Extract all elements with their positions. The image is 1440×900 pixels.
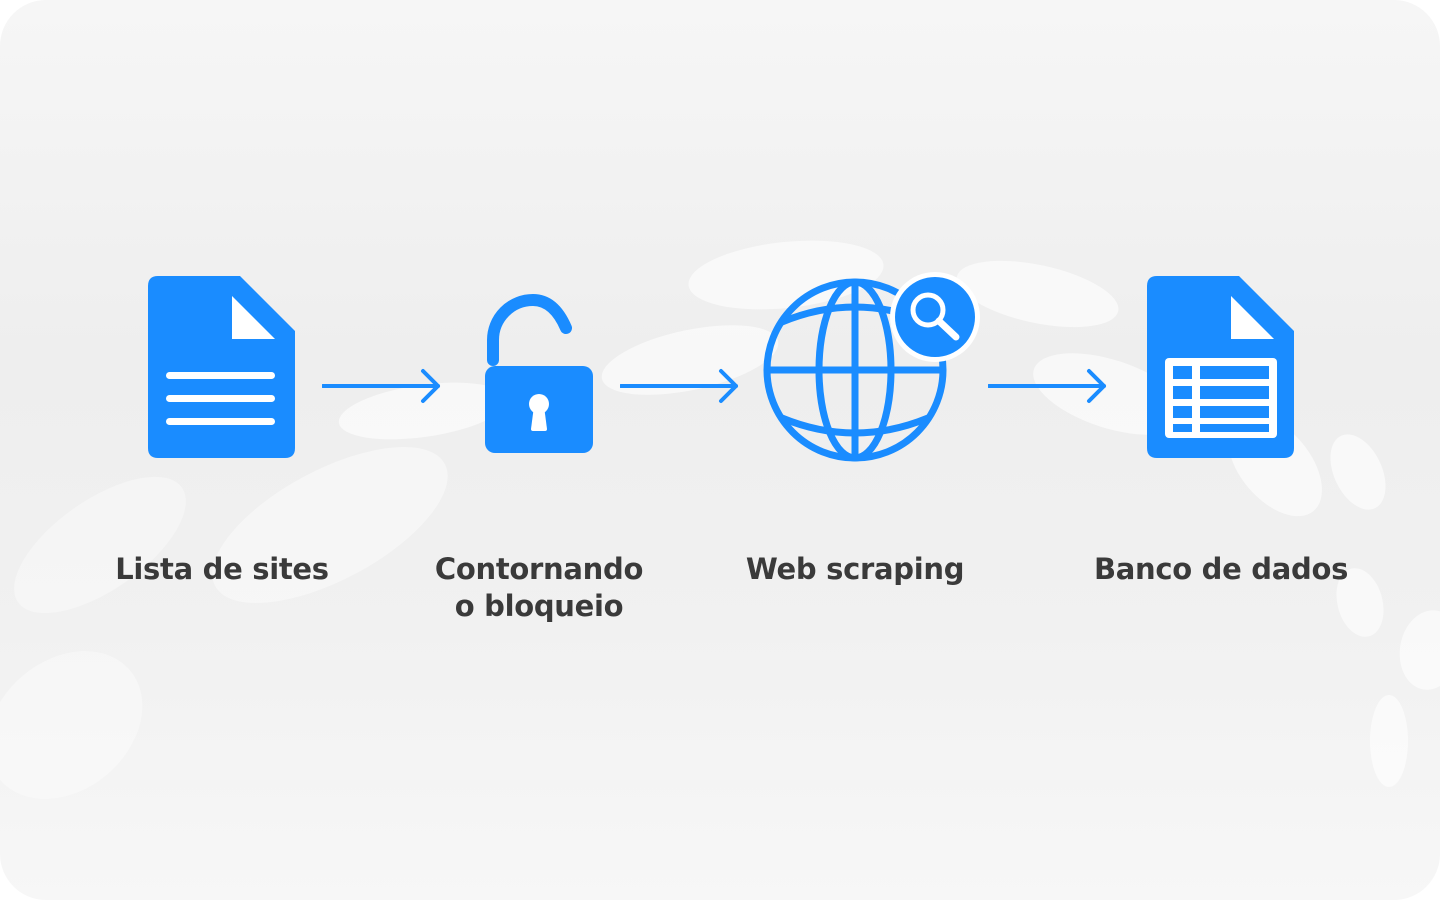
label-line: Web scraping	[745, 552, 965, 586]
step-label-banco-de-dados: Banco de dados	[1071, 551, 1371, 588]
background-blob	[1370, 695, 1408, 787]
label-line: Banco de dados	[1093, 552, 1349, 586]
document-icon	[148, 276, 295, 458]
background-blob	[0, 620, 172, 830]
arrow-right-icon	[322, 369, 440, 403]
step-label-web-scraping: Web scraping	[705, 551, 1005, 588]
background-blob	[1393, 605, 1440, 695]
arrow-right-icon	[988, 369, 1106, 403]
globe-search-icon	[763, 272, 980, 462]
unlocked-padlock-icon	[485, 294, 593, 453]
label-line: o bloqueio	[454, 589, 624, 623]
label-line: Lista de sites	[115, 552, 329, 586]
step-label-lista-de-sites: Lista de sites	[72, 551, 372, 588]
step-label-contornando-o-bloqueio: Contornando o bloqueio	[389, 551, 689, 625]
background-blob	[0, 450, 208, 640]
arrow-right-icon	[620, 369, 738, 403]
background-blob	[1319, 425, 1397, 519]
label-line: Contornando	[434, 552, 644, 586]
spreadsheet-document-icon	[1147, 276, 1294, 458]
